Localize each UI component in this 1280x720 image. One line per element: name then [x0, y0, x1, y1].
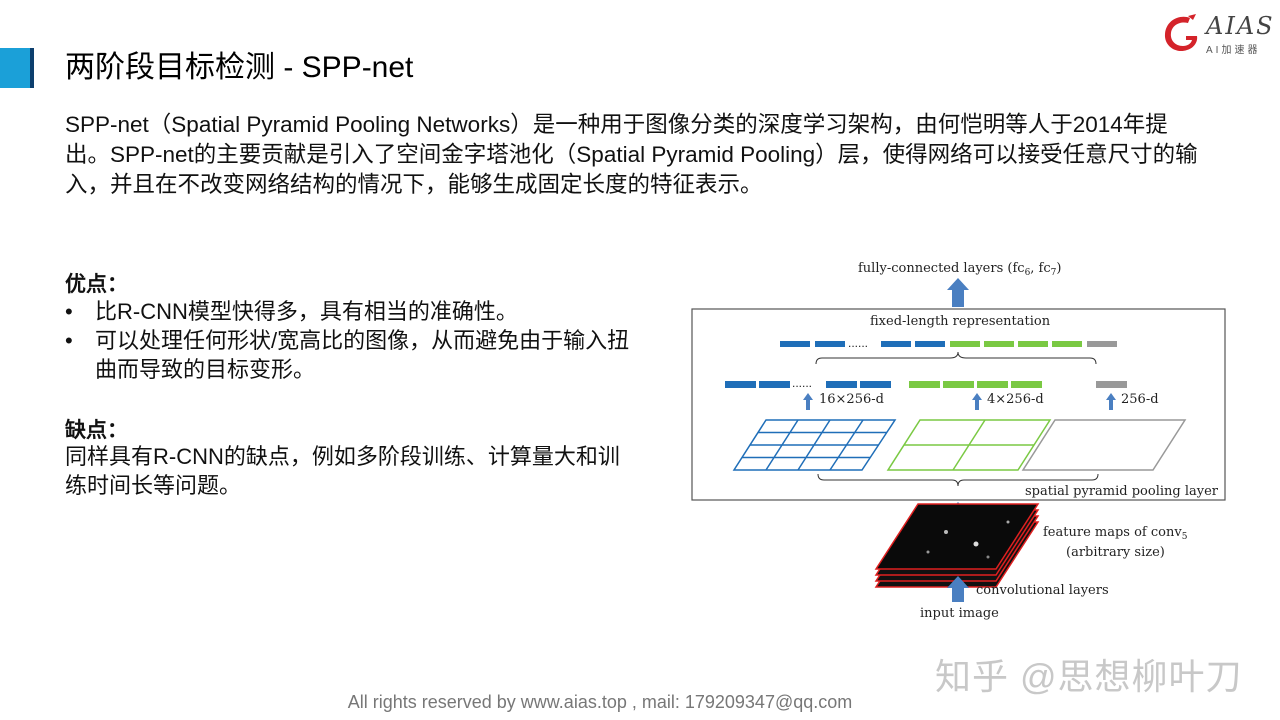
- brace-bottom: [817, 473, 1099, 487]
- page-title: 两阶段目标检测 - SPP-net: [65, 51, 414, 84]
- bin-16-label: 16×256-d: [819, 392, 884, 407]
- arrow-up-icon: [803, 393, 813, 410]
- dragon-logo-icon: [1164, 14, 1198, 52]
- pros-item-text: 比R-CNN模型快得多，具有相当的准确性。: [95, 299, 518, 324]
- pyramid-grid-2x2: [886, 419, 1052, 471]
- arrow-up-icon: [947, 576, 969, 602]
- conv-layers-label: convolutional layers: [976, 583, 1109, 598]
- blue-bin: [725, 381, 756, 388]
- fc-layers-label: fully-connected layers (fc6, fc7): [858, 261, 1061, 278]
- pooled-bins-row: ......: [725, 376, 1127, 390]
- intro-paragraph: SPP-net（Spatial Pyramid Pooling Networks…: [65, 112, 1198, 197]
- cons-heading: 缺点：: [65, 419, 128, 442]
- spp-box: [691, 308, 1226, 501]
- blue-bin: [881, 341, 911, 347]
- cons-text: 同样具有R-CNN的缺点，例如多阶段训练、计算量大和训练时间长等问题。: [65, 444, 620, 498]
- footer-copyright: All rights reserved by www.aias.top , ma…: [347, 692, 853, 712]
- feature-maps-stack: [874, 503, 1040, 588]
- gray-bin: [1096, 381, 1127, 388]
- arrow-up-icon: [1106, 393, 1116, 410]
- green-bin: [950, 341, 980, 347]
- spp-layer-label: spatial pyramid pooling layer: [1025, 484, 1219, 499]
- watermark: 知乎 @思想柳叶刀: [935, 656, 1243, 697]
- green-bin: [1018, 341, 1048, 347]
- green-bin: [984, 341, 1014, 347]
- green-bin: [1052, 341, 1082, 347]
- fixed-length-label: fixed-length representation: [870, 314, 1051, 329]
- pros-heading: 优点：: [65, 273, 128, 296]
- arrow-up-icon: [947, 278, 969, 307]
- pros-list: • 比R-CNN模型快得多，具有相当的准确性。 • 可以处理任何形状/宽高比的图像，…: [65, 297, 645, 384]
- spp-net-diagram: fully-connected layers (fc6, fc7) fixed-…: [691, 261, 1226, 621]
- brace-top: [815, 351, 1097, 365]
- list-item: • 可以处理任何形状/宽高比的图像，从而避免由于输入扭曲而导致的目标变形。: [65, 326, 645, 384]
- logo-subtext: AI加速器: [1206, 45, 1261, 56]
- pyramid-grid-1x1: [1021, 419, 1187, 471]
- ellipsis-top: ......: [848, 336, 868, 350]
- title-accent-divider: [30, 48, 34, 88]
- list-item: • 比R-CNN模型快得多，具有相当的准确性。: [65, 297, 645, 326]
- pyramid-grid-4x4: [732, 419, 897, 471]
- feature-maps-label: feature maps of conv5: [1043, 525, 1188, 542]
- blue-bin: [826, 381, 857, 388]
- bullet-marker: •: [65, 328, 73, 353]
- input-image-label: input image: [920, 606, 999, 621]
- arrow-up-icon: [972, 393, 982, 410]
- green-bin: [943, 381, 974, 388]
- blue-bin: [780, 341, 810, 347]
- bin-4-label: 4×256-d: [987, 392, 1044, 407]
- logo-text: AIAS: [1206, 12, 1275, 40]
- bullet-marker: •: [65, 299, 73, 324]
- ellipsis-mid: ......: [792, 376, 812, 390]
- blue-bin: [759, 381, 790, 388]
- green-bin: [1011, 381, 1042, 388]
- green-bin: [909, 381, 940, 388]
- gray-bin: [1087, 341, 1117, 347]
- blue-bin: [860, 381, 891, 388]
- green-bin: [977, 381, 1008, 388]
- blue-bin: [815, 341, 845, 347]
- fixed-length-vector: ......: [780, 336, 1117, 350]
- pros-item-text: 可以处理任何形状/宽高比的图像，从而避免由于输入扭曲而导致的目标变形。: [95, 328, 630, 382]
- bin-1-label: 256-d: [1121, 392, 1159, 407]
- title-accent-bar: [0, 48, 30, 88]
- blue-bin: [915, 341, 945, 347]
- feature-maps-note: (arbitrary size): [1066, 545, 1165, 560]
- aias-logo: AIAS AI加速器: [1160, 12, 1273, 56]
